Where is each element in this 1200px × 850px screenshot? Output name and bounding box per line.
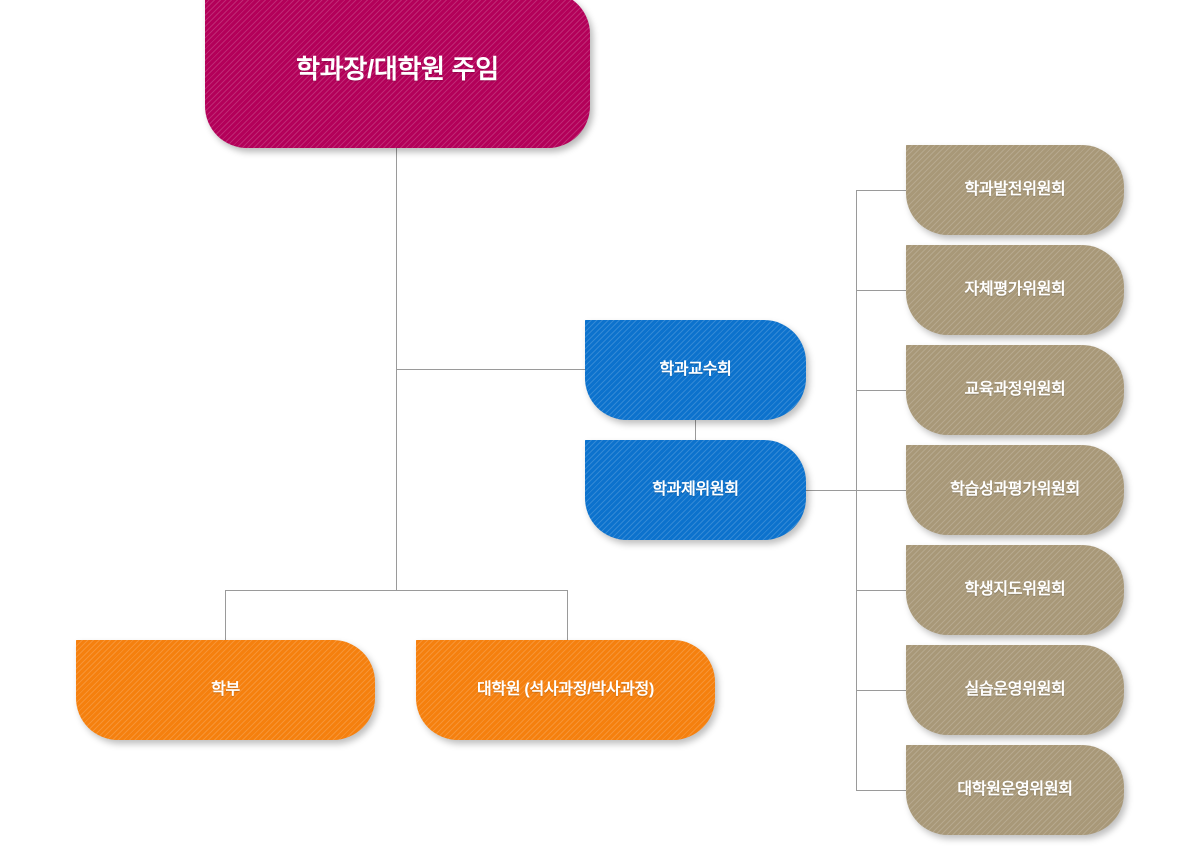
connector-program-drop-2 xyxy=(567,590,568,640)
connector-subcommittee-stub-7 xyxy=(856,790,908,791)
node-subcommittee-student-guidance[interactable]: 학생지도위원회 xyxy=(906,545,1124,635)
node-head-department-chair[interactable]: 학과장/대학원 주임 xyxy=(205,0,590,148)
node-program-graduate[interactable]: 대학원 (석사과정/박사과정) xyxy=(416,640,715,740)
connector-subcommittee-stub-5 xyxy=(856,590,908,591)
node-subcommittee-development[interactable]: 학과발전위원회 xyxy=(906,145,1124,235)
node-committee-label: 학과교수회 xyxy=(659,361,732,379)
connector-subcommittee-stub-6 xyxy=(856,690,908,691)
connector-program-bar xyxy=(225,590,568,591)
node-committee-department-committee[interactable]: 학과제위원회 xyxy=(585,440,806,540)
node-committee-label: 학과제위원회 xyxy=(652,481,739,499)
connector-subcommittee-stub-1 xyxy=(856,190,908,191)
node-subcommittee-label: 실습운영위원회 xyxy=(964,681,1066,699)
node-subcommittee-label: 대학원운영위원회 xyxy=(957,781,1073,799)
connector-committee-link xyxy=(695,420,696,440)
node-subcommittee-curriculum[interactable]: 교육과정위원회 xyxy=(906,345,1124,435)
node-subcommittee-graduate-operations[interactable]: 대학원운영위원회 xyxy=(906,745,1124,835)
connector-head-to-committee xyxy=(396,369,586,370)
node-head-label: 학과장/대학원 주임 xyxy=(296,54,499,85)
node-subcommittee-label: 학과발전위원회 xyxy=(964,181,1066,199)
node-subcommittee-label: 자체평가위원회 xyxy=(964,281,1066,299)
connector-subcommittee-stub-3 xyxy=(856,390,908,391)
node-program-label: 대학원 (석사과정/박사과정) xyxy=(477,681,654,699)
node-subcommittee-practicum[interactable]: 실습운영위원회 xyxy=(906,645,1124,735)
connector-subcommittee-stub-4 xyxy=(856,490,908,491)
node-subcommittee-learning-outcomes[interactable]: 학습성과평가위원회 xyxy=(906,445,1124,535)
node-program-undergraduate[interactable]: 학부 xyxy=(76,640,375,740)
node-subcommittee-self-evaluation[interactable]: 자체평가위원회 xyxy=(906,245,1124,335)
node-subcommittee-label: 학생지도위원회 xyxy=(964,581,1066,599)
connector-subcommittee-stub-2 xyxy=(856,290,908,291)
node-committee-faculty-meeting[interactable]: 학과교수회 xyxy=(585,320,806,420)
node-subcommittee-label: 학습성과평가위원회 xyxy=(950,481,1080,499)
node-program-label: 학부 xyxy=(211,681,240,699)
node-subcommittee-label: 교육과정위원회 xyxy=(964,381,1066,399)
connector-program-drop-1 xyxy=(225,590,226,640)
